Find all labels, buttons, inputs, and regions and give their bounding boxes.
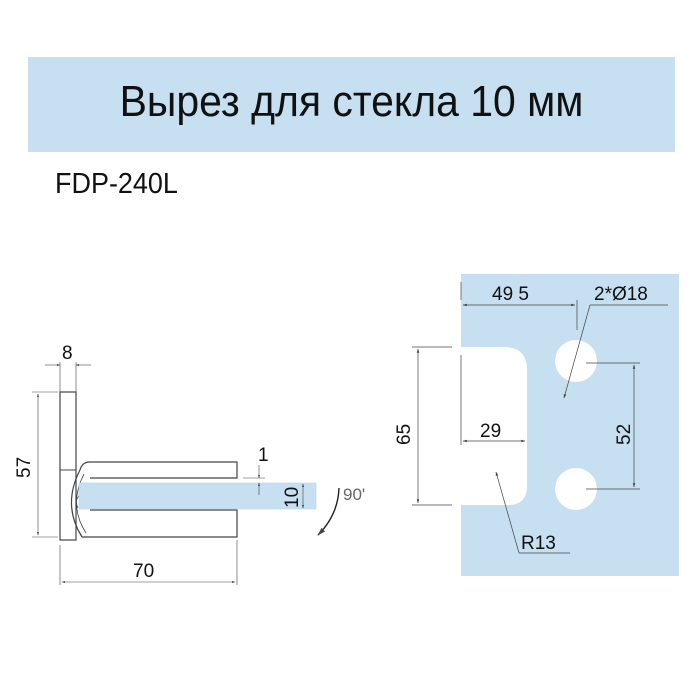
- dim-holes: 2*Ø18: [594, 284, 648, 305]
- rotation-arrow-icon: [317, 487, 340, 536]
- dim-49-5: 49 5: [492, 284, 529, 305]
- dim-52: 52: [614, 424, 635, 445]
- page-title: Вырез для стекла 10 мм: [119, 77, 584, 126]
- dim-90-degree: 90': [343, 485, 365, 504]
- upper-jaw: [79, 461, 238, 479]
- dim-8: 8: [62, 343, 73, 364]
- model-number: FDP-240L: [55, 168, 178, 200]
- hole-bottom: [555, 468, 597, 510]
- hole-top: [555, 340, 597, 382]
- glass-panel: [78, 482, 317, 510]
- dim-57: 57: [14, 457, 35, 478]
- cutout-view: [412, 274, 679, 576]
- lower-jaw: [82, 509, 238, 538]
- side-view: [32, 362, 340, 585]
- dim-29: 29: [480, 421, 501, 442]
- dim-10: 10: [282, 487, 303, 508]
- dim-r13: R13: [521, 533, 556, 554]
- title-banner: Вырез для стекла 10 мм: [28, 57, 675, 152]
- dim-70: 70: [133, 561, 154, 582]
- glass-sheet: [461, 274, 679, 576]
- dim-1: 1: [258, 445, 269, 466]
- dim-65: 65: [394, 424, 415, 445]
